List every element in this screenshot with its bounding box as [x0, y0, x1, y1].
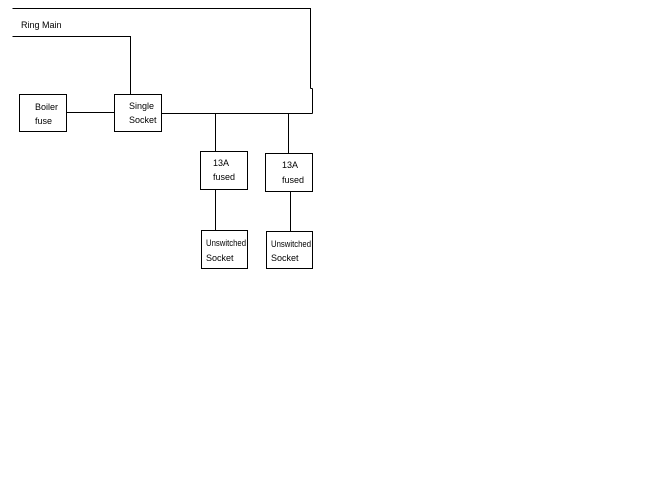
ring-main-wires [12, 8, 313, 114]
single-socket-frame [114, 94, 162, 132]
boiler-fuse-frame [19, 94, 67, 132]
fused-spur-1-box: 13A fused [200, 151, 248, 190]
single-socket-box: Single Socket [114, 94, 162, 132]
unswitched-socket-1-label-line2: Socket [206, 253, 234, 263]
unswitched-socket-1-box: Unswitched Socket [201, 230, 248, 269]
boiler-fuse-label-line1: Boiler [35, 102, 58, 112]
ring-main-label: Ring Main [21, 20, 62, 30]
unswitched-socket-1-label-line1: Unswitched [206, 238, 246, 248]
fused-spur-2-label-line1: 13A [282, 160, 298, 170]
unswitched-socket-2-frame [266, 231, 313, 269]
unswitched-socket-2-label-line2: Socket [271, 253, 299, 263]
unswitched-socket-2-label-line1: Unswitched [271, 239, 311, 249]
unswitched-socket-1-frame [201, 230, 248, 269]
ring-main-feed [12, 36, 131, 95]
fused-spur-2-frame [265, 153, 313, 192]
fused-spur-2-label-line2: fused [282, 175, 304, 185]
fused-spur-2-box: 13A fused [265, 153, 313, 192]
fused-spur-1-label-line2: fused [213, 172, 235, 182]
fused-spur-1-label-line1: 13A [213, 158, 229, 168]
single-socket-label-line1: Single [129, 101, 154, 111]
fused-spur-1-frame [200, 151, 248, 190]
single-socket-label-line2: Socket [129, 115, 157, 125]
connection-wires [66, 112, 313, 232]
boiler-fuse-label-line2: fuse [35, 116, 52, 126]
boiler-fuse-box: Boiler fuse [19, 94, 67, 132]
ring-main-outer-loop [12, 8, 311, 89]
unswitched-socket-2-box: Unswitched Socket [266, 231, 313, 269]
